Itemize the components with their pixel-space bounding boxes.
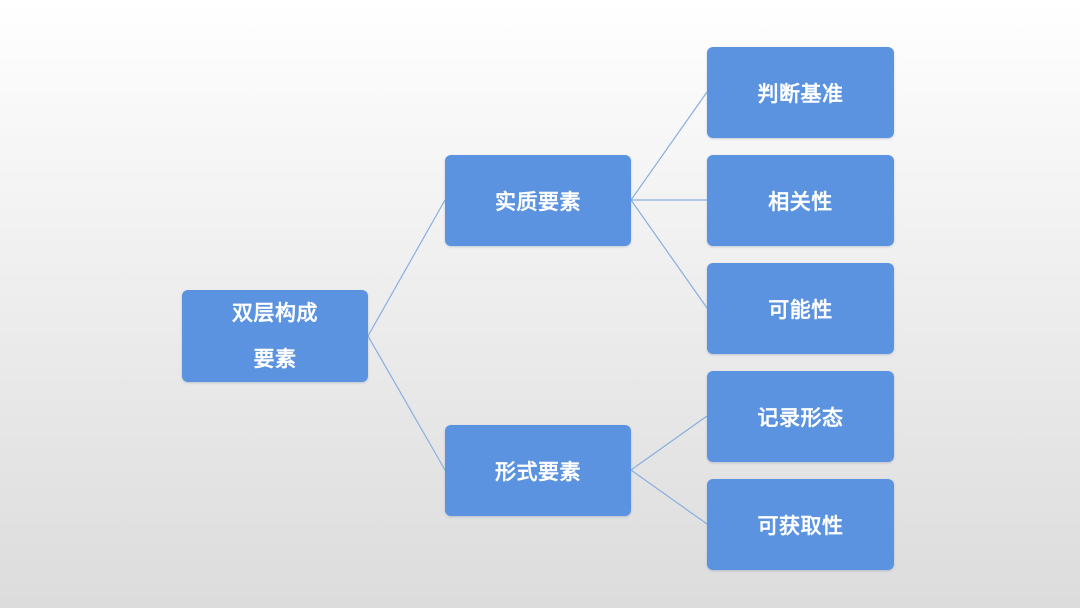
root-node-label-line1: 双层构成 — [232, 301, 318, 325]
leaf-node-relevance: 相关性 — [707, 155, 894, 246]
root-node: 双层构成 要素 — [182, 290, 368, 382]
leaf-node-label: 相关性 — [768, 189, 833, 214]
root-node-label-line2: 要素 — [253, 347, 297, 371]
connector-root-formal — [367, 335, 446, 471]
leaf-node-label: 判断基准 — [757, 81, 844, 106]
formal-elements-node: 形式要素 — [445, 425, 631, 516]
leaf-node-label: 可能性 — [768, 297, 833, 322]
leaf-node-accessibility: 可获取性 — [707, 479, 894, 570]
substantive-elements-label: 实质要素 — [495, 189, 581, 214]
substantive-elements-node: 实质要素 — [445, 155, 631, 246]
leaf-node-label: 可获取性 — [757, 513, 844, 538]
leaf-node-record-form: 记录形态 — [707, 371, 894, 462]
leaf-node-possibility: 可能性 — [707, 263, 894, 354]
connector-substantive-leaf-0 — [630, 91, 708, 201]
leaf-node-judgment-criteria: 判断基准 — [707, 47, 894, 138]
connector-root-substantive — [367, 199, 446, 337]
connector-substantive-leaf-2 — [630, 199, 708, 309]
connector-formal-leaf-3 — [630, 415, 708, 471]
formal-elements-label: 形式要素 — [495, 459, 581, 484]
leaf-node-label: 记录形态 — [757, 405, 844, 430]
connector-formal-leaf-4 — [630, 469, 708, 525]
